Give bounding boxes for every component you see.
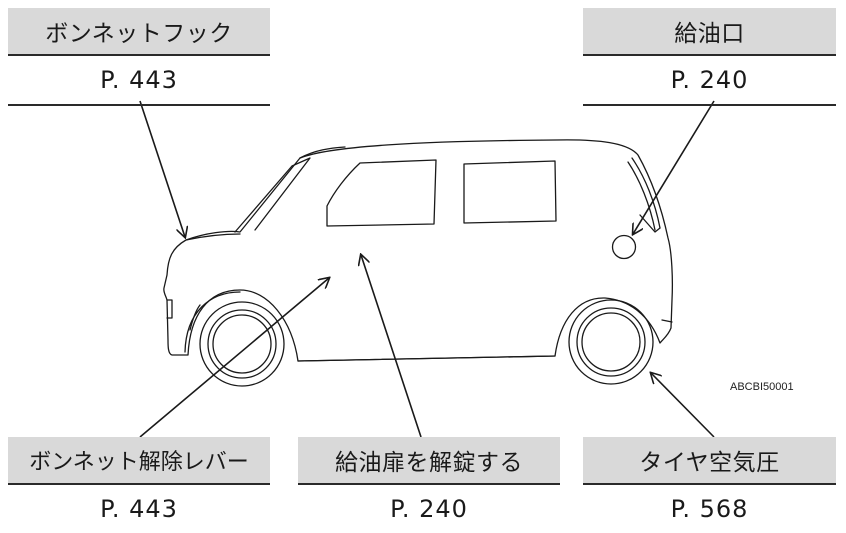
rear-door-window	[463, 160, 557, 224]
callout-page-reference[interactable]: P. 240	[390, 495, 468, 523]
callout-fuel-inlet: 給油口 P. 240	[583, 8, 836, 106]
callout-label: タイヤ空気圧	[583, 437, 836, 485]
callout-label: ボンネット解除レバー	[8, 437, 270, 485]
callout-hood-release: ボンネット解除レバー P. 443	[8, 437, 270, 533]
figure-code: ABCBI50001	[730, 381, 794, 393]
windshield	[234, 157, 311, 233]
arrow-tire-pressure	[651, 373, 715, 438]
arrow-hood-hook	[139, 100, 185, 237]
callout-label: 給油口	[583, 8, 836, 56]
callout-label: ボンネットフック	[8, 8, 270, 56]
car-body-outline	[163, 139, 674, 362]
rear-wheel	[568, 299, 654, 385]
callout-page-reference[interactable]: P. 240	[583, 56, 836, 106]
callout-page-reference[interactable]: P. 443	[8, 56, 270, 106]
arrow-hood-release	[139, 278, 329, 438]
callout-tire-pressure: タイヤ空気圧 P. 568	[583, 437, 836, 533]
callout-fuel-door-unlock: 給油扉を解錠する P. 240	[298, 437, 560, 533]
callout-page-reference[interactable]: P. 443	[100, 495, 178, 523]
arrow-fuel-door-unlock	[361, 255, 422, 438]
front-wheel	[199, 301, 285, 387]
callout-page-reference[interactable]: P. 568	[670, 495, 749, 523]
callout-hood-hook: ボンネットフック P. 443	[8, 8, 270, 106]
fuel-lid	[611, 234, 637, 260]
callout-label: 給油扉を解錠する	[298, 437, 560, 485]
front-door-window	[326, 159, 437, 227]
arrow-fuel-inlet	[633, 100, 715, 234]
